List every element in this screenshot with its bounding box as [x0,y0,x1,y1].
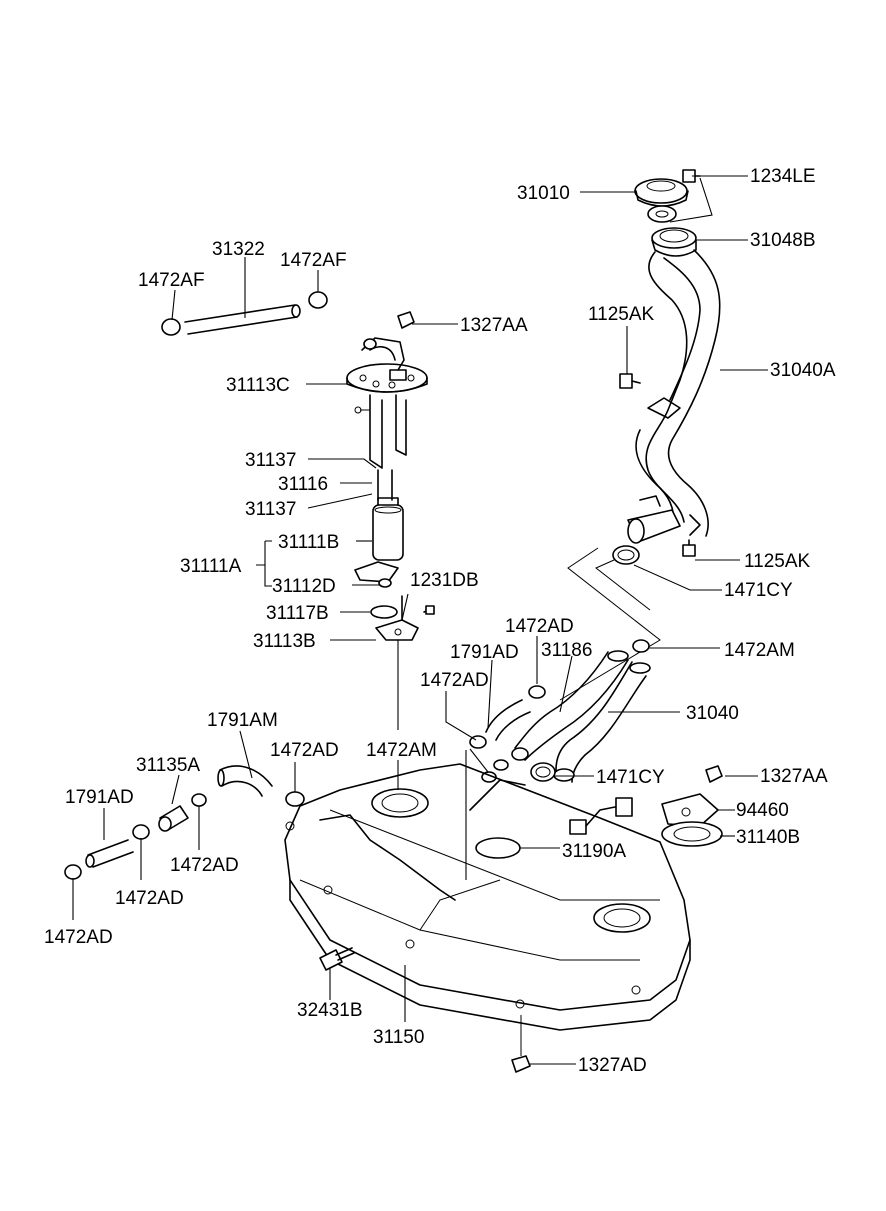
label-31190A: 31190A [562,841,626,862]
hose-1791AM [217,765,273,797]
vent-line-routing [559,547,661,701]
label-1791AD-left: 1791AD [65,787,134,808]
label-31117B: 31117B [266,603,329,624]
sender-unit-94460 [661,793,719,827]
clamps-1472AD-left [64,793,207,880]
label-1791AD-mid: 1791AD [450,642,519,663]
pump-frame [354,394,407,501]
label-1234LE: 1234LE [750,166,816,187]
clamps-1472AF [161,291,328,336]
label-31040A: 31040A [770,360,836,381]
label-1472AD-left-low: 1472AD [115,888,184,909]
label-1327AD: 1327AD [578,1055,647,1076]
label-31137-upper: 31137 [245,450,296,471]
label-31010: 31010 [517,183,570,204]
label-1472AD-left-mid: 1472AD [170,855,239,876]
hose-1791AD-left [85,839,134,868]
filler-cap-31010 [634,178,689,223]
label-1472AD-left-bottom: 1472AD [44,927,113,948]
label-31140B: 31140B [736,827,800,848]
label-1472AM-upper: 1472AM [724,640,795,661]
fuel-hose-31040 [553,661,651,783]
label-1791AM: 1791AM [207,710,278,731]
label-32431B: 32431B [297,1000,363,1021]
bolt-32431B [319,947,355,971]
label-31186: 31186 [541,640,592,661]
label-31150: 31150 [373,1027,424,1048]
hose-1791AD-mid [485,699,531,741]
label-31113B: 31113B [253,631,316,652]
fuel-tank-31150 [284,763,691,1031]
clamp-1471CY-lower [530,762,556,782]
bolt-1125AK-upper [619,373,641,389]
label-31040: 31040 [686,703,739,724]
nut-1327AA-upper [397,311,415,329]
bolt-1125AK-lower [682,539,696,557]
pump-plate-31113C [346,337,428,393]
label-1231DB: 1231DB [410,570,479,591]
label-31048B: 31048B [750,230,816,251]
label-31322: 31322 [212,239,265,260]
breather-hose-31186 [511,650,629,761]
check-valve-31135A [158,805,189,832]
part-labels: 31010 1234LE 31048B 31322 1472AF 1472AF … [44,166,836,1076]
retainer-31117B [370,605,398,619]
nut-1327AA-lower [705,765,723,783]
screw-1231DB [423,605,435,615]
connector-harness [569,797,633,835]
filler-neck-ring-31048B [651,227,697,257]
label-31113C: 31113C [226,375,290,396]
clamp-1471CY-upper [612,545,640,565]
clamp-1472AD-left-upper [285,791,305,807]
nut-1327AD [511,1015,531,1073]
leader-lines [72,175,768,1065]
clamp-1472AM-upper [632,639,650,653]
label-1327AA-lower: 1327AA [760,766,828,787]
label-31111B: 31111B [278,532,339,553]
label-1471CY-upper: 1471CY [724,580,793,601]
label-31111A: 31111A [180,556,242,577]
label-1125AK-upper: 1125AK [588,304,655,325]
label-31135A: 31135A [136,755,200,776]
label-31112D: 31112D [272,576,336,597]
label-1472AF-left: 1472AF [138,270,205,291]
label-1125AK-lower: 1125AK [744,551,811,572]
label-1472AF-right: 1472AF [280,250,347,271]
label-1471CY-lower: 1471CY [596,767,665,788]
label-1472AD-top: 1472AD [505,616,574,637]
label-31137-lower: 31137 [245,499,296,520]
label-1472AM-lower: 1472AM [366,740,437,761]
gasket-31140B [661,821,723,847]
filler-neck-31040A [627,249,721,544]
label-31116: 31116 [278,474,328,495]
pump-filter-31111B [372,497,404,561]
label-1472AD-mid: 1472AD [420,670,489,691]
label-94460: 94460 [736,800,789,821]
hose-31322 [184,304,301,335]
strainer-31112D [354,561,399,588]
label-1472AD-left-upper: 1472AD [270,740,339,761]
label-1327AA-upper: 1327AA [460,315,528,336]
bracket-31113B [375,595,419,641]
